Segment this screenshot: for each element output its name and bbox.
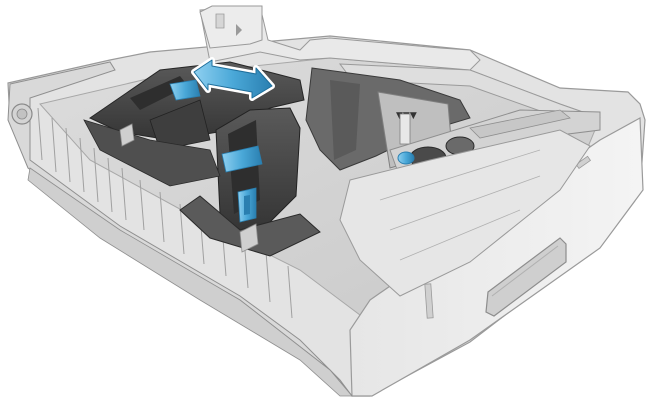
length-guide-blue-collar <box>221 145 263 173</box>
inner-tab-2 <box>239 223 259 253</box>
tray-front-lip <box>27 167 353 397</box>
back-bracket <box>199 5 263 49</box>
front-slot-2 <box>575 155 592 170</box>
roller-blue-tab <box>397 151 415 165</box>
adjust-direction-arrow-icon <box>191 57 275 101</box>
left-floor-guide <box>83 119 221 187</box>
tray-handle <box>485 237 567 317</box>
tray-back-wall <box>199 5 481 71</box>
paper-length-guide <box>179 107 321 257</box>
front-slot-1 <box>424 283 434 319</box>
rear-window <box>399 113 411 145</box>
tray-front-face <box>349 117 644 397</box>
lift-plate <box>339 129 591 297</box>
left-wall-ribs <box>37 107 293 319</box>
width-guide-blue-grip <box>169 79 201 101</box>
inner-tab-1 <box>119 123 135 147</box>
